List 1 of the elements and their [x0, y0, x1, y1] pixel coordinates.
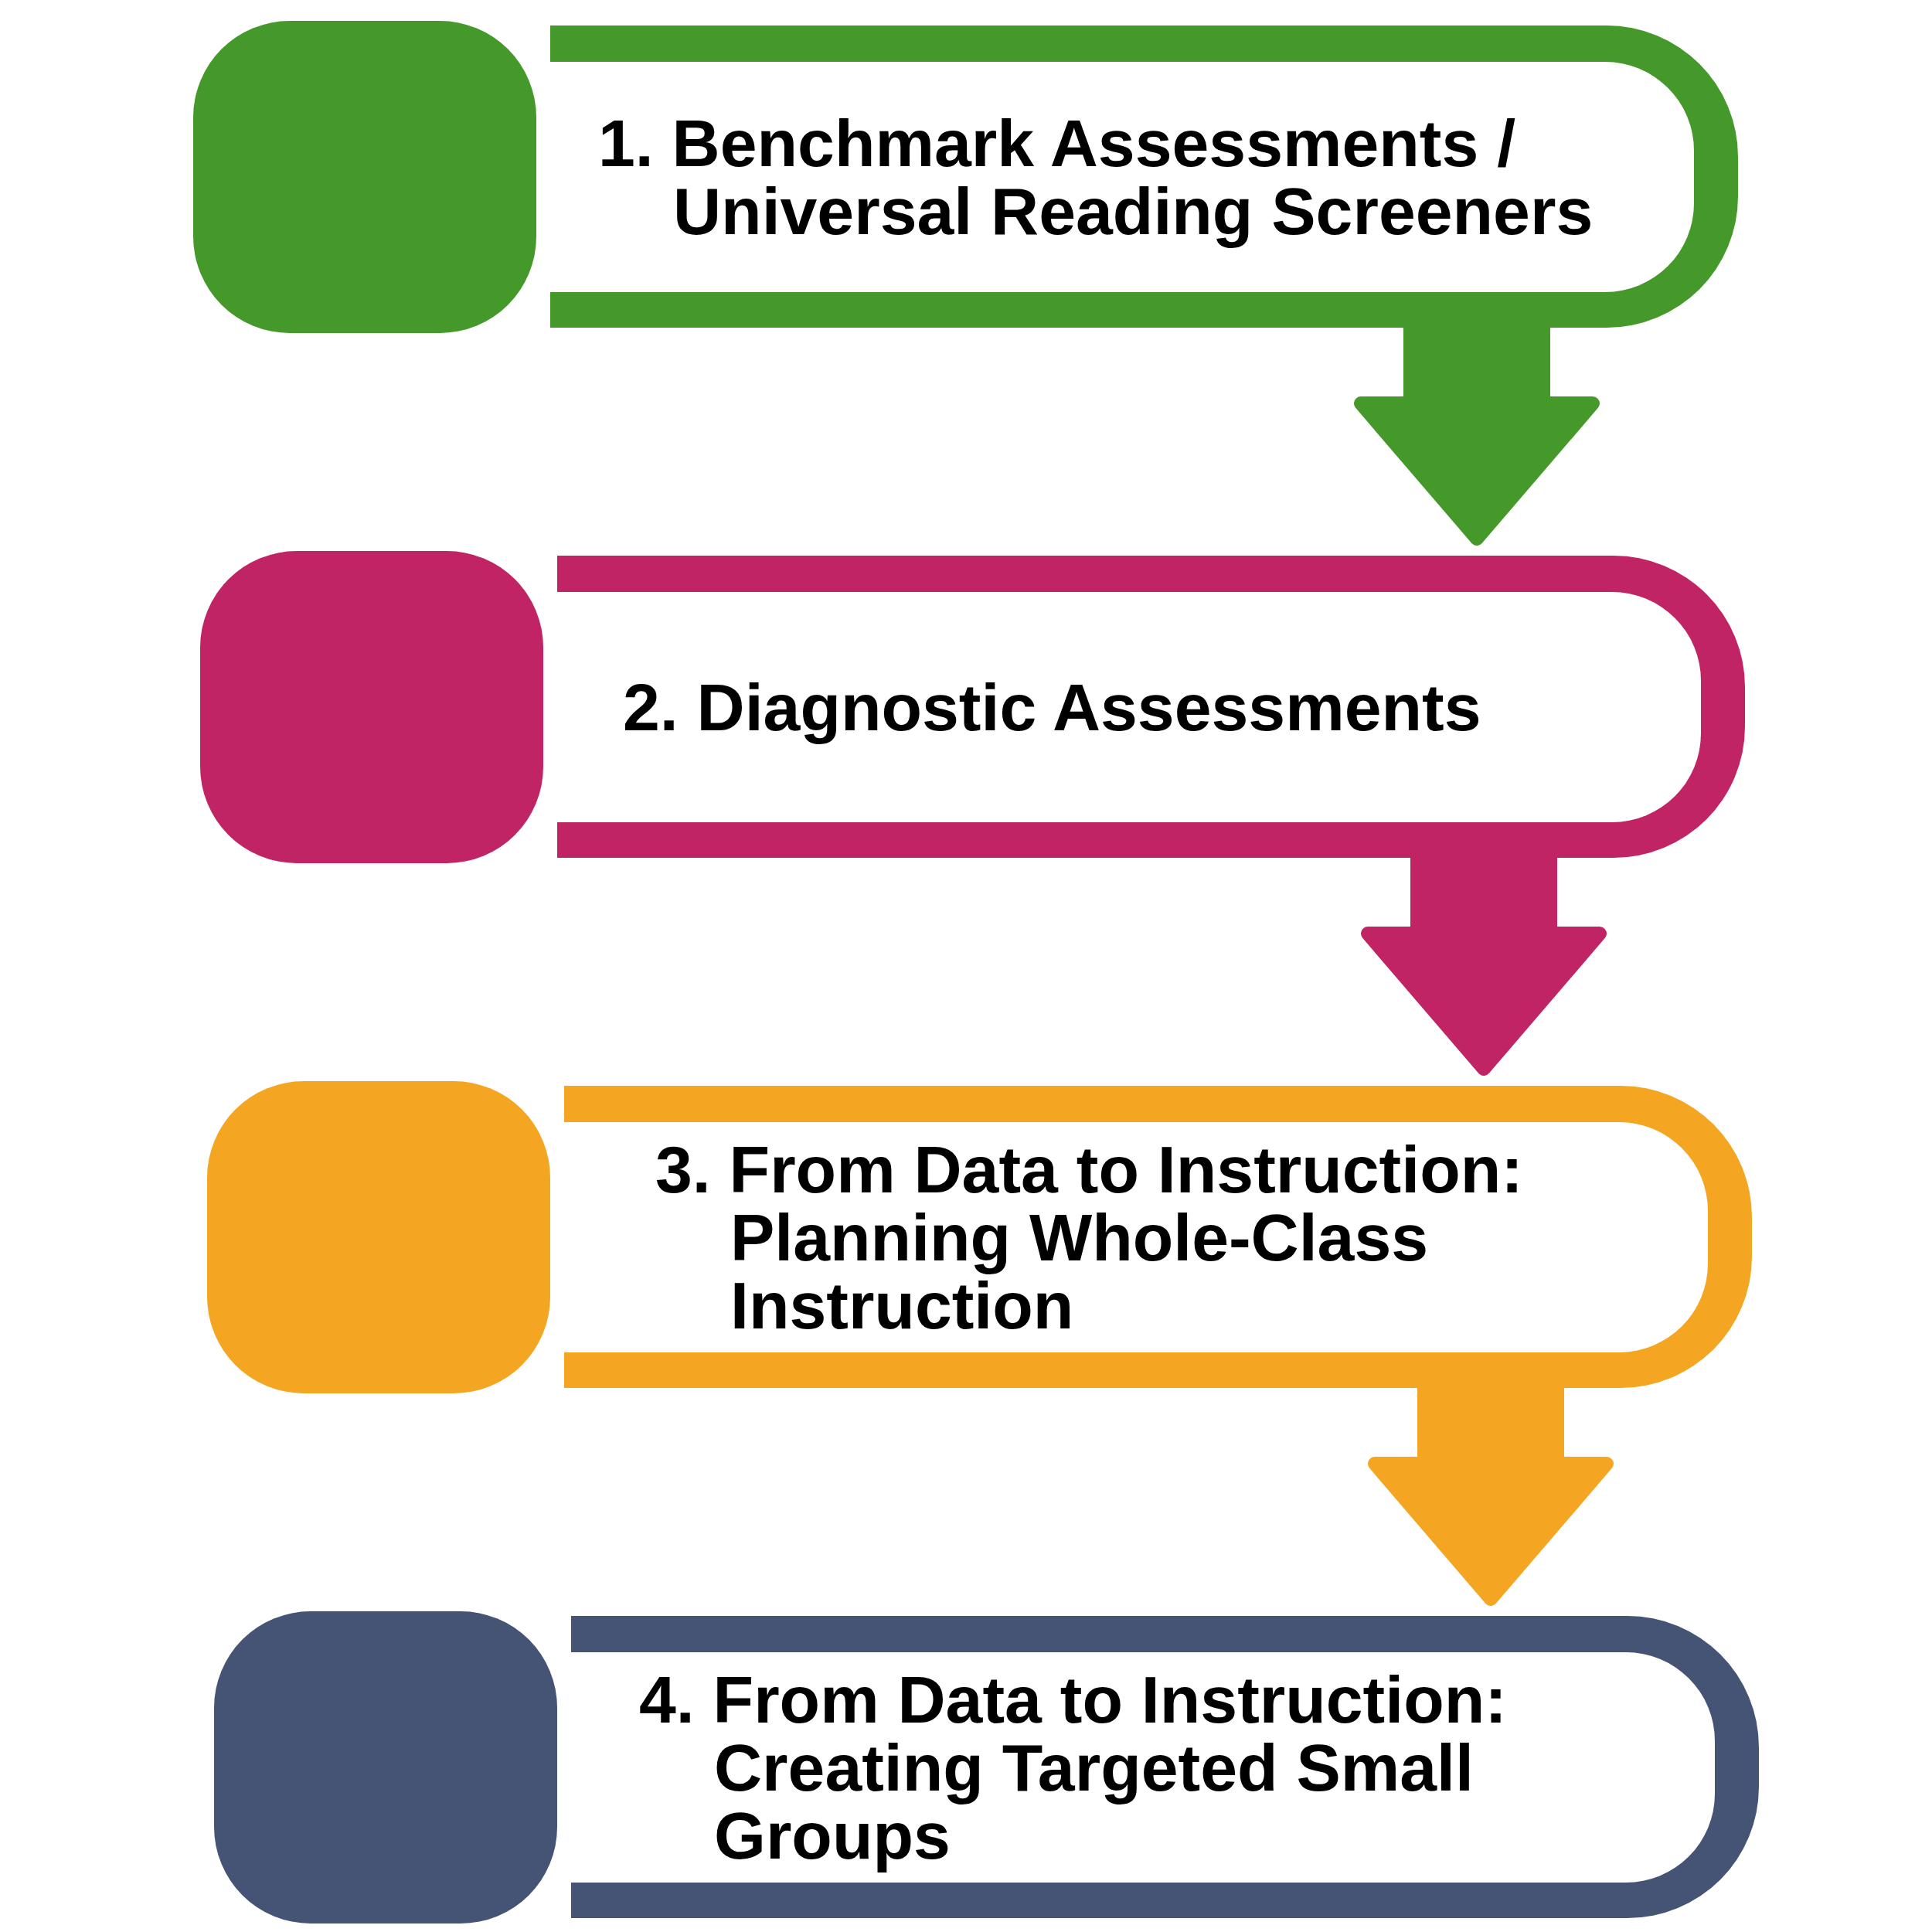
step-label: 3. From Data to Instruction: Planning Whole-Class Instruction — [655, 1135, 1524, 1339]
